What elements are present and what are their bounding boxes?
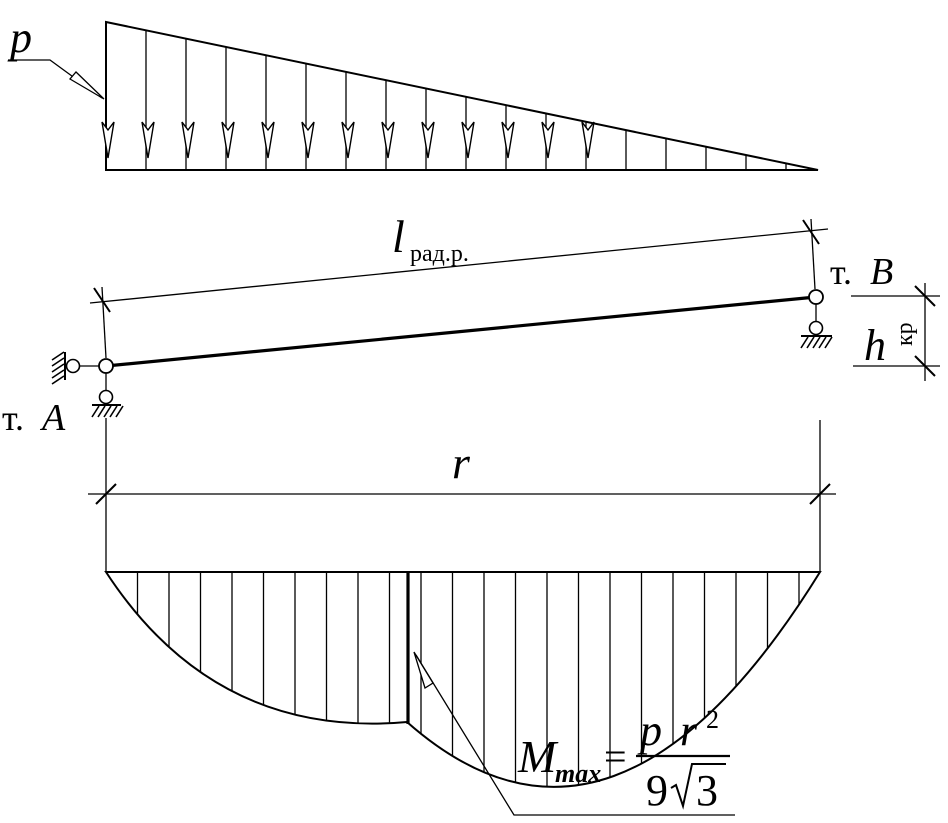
beam (98, 289, 824, 374)
load-triangle-outline (105, 20, 819, 171)
sqrt-symbol (670, 763, 726, 810)
load-arrow (181, 121, 195, 159)
joint-a (98, 358, 114, 374)
moment-leader-line (415, 654, 735, 816)
load-leader-line (8, 59, 103, 99)
length-tick-b (802, 219, 820, 245)
load-arrow (221, 121, 235, 159)
point-b-label: B (870, 251, 893, 293)
span-tick-b (809, 483, 831, 505)
length-label-subscript: рад.р. (410, 241, 469, 267)
load-arrow (581, 121, 595, 159)
load-arrows (101, 121, 595, 159)
length-dimension-line (89, 228, 829, 304)
load-arrow (541, 121, 555, 159)
span-label: r (452, 437, 471, 488)
formula-m-subscript: max (555, 759, 601, 788)
support-a-vertical (91, 373, 124, 418)
beam-line (105, 295, 817, 368)
formula-denominator-radicand: 3 (696, 766, 718, 815)
moment-diagram (104, 571, 822, 788)
wall-hatch-a (51, 351, 65, 385)
formula-numerator-r: r (680, 706, 698, 755)
formula-numerator-p: p (637, 706, 662, 755)
moment-leader-arrowhead (413, 651, 434, 690)
load-arrow (341, 121, 355, 159)
span-tick-a (95, 483, 117, 505)
moment-leader-group (413, 651, 735, 816)
point-a-label: A (39, 397, 66, 439)
length-extension-a (101, 286, 107, 359)
load-arrow (381, 121, 395, 159)
load-diagram (101, 20, 819, 171)
moment-hatch-lines (136, 572, 800, 787)
load-arrow (141, 121, 155, 159)
formula-denominator-coef: 9 (646, 766, 668, 815)
load-arrow (501, 121, 515, 159)
load-label-group: p (7, 13, 105, 100)
height-tick-bottom (914, 355, 936, 377)
moment-curve-outline (104, 571, 822, 788)
support-a-horizontal (51, 351, 99, 385)
load-leader-arrowhead (69, 71, 105, 100)
height-label: h (864, 321, 886, 370)
load-arrow (101, 121, 115, 159)
point-a-prefix: т. (2, 398, 24, 438)
length-tick-a (93, 287, 111, 313)
span-dimension (88, 418, 836, 572)
length-label: l (392, 211, 405, 262)
length-dimension (89, 218, 829, 359)
load-arrow (301, 121, 315, 159)
load-arrow (421, 121, 435, 159)
ground-hatch-b (800, 336, 833, 349)
height-dimension (851, 283, 940, 381)
formula-m: M (517, 731, 559, 782)
height-tick-top (914, 285, 936, 307)
load-label: p (7, 13, 32, 62)
height-label-subscript: кр (892, 322, 918, 346)
point-b-prefix: т. (830, 252, 852, 292)
formula-equals: = (604, 734, 627, 779)
joint-b (808, 289, 824, 305)
load-arrow (461, 121, 475, 159)
support-b-vertical (800, 304, 833, 349)
ground-hatch-a (91, 405, 124, 418)
length-extension-b (810, 218, 816, 290)
load-arrow (261, 121, 275, 159)
formula-numerator-exponent: 2 (706, 705, 719, 734)
moment-formula: M max = p r 2 9 3 (517, 705, 730, 815)
